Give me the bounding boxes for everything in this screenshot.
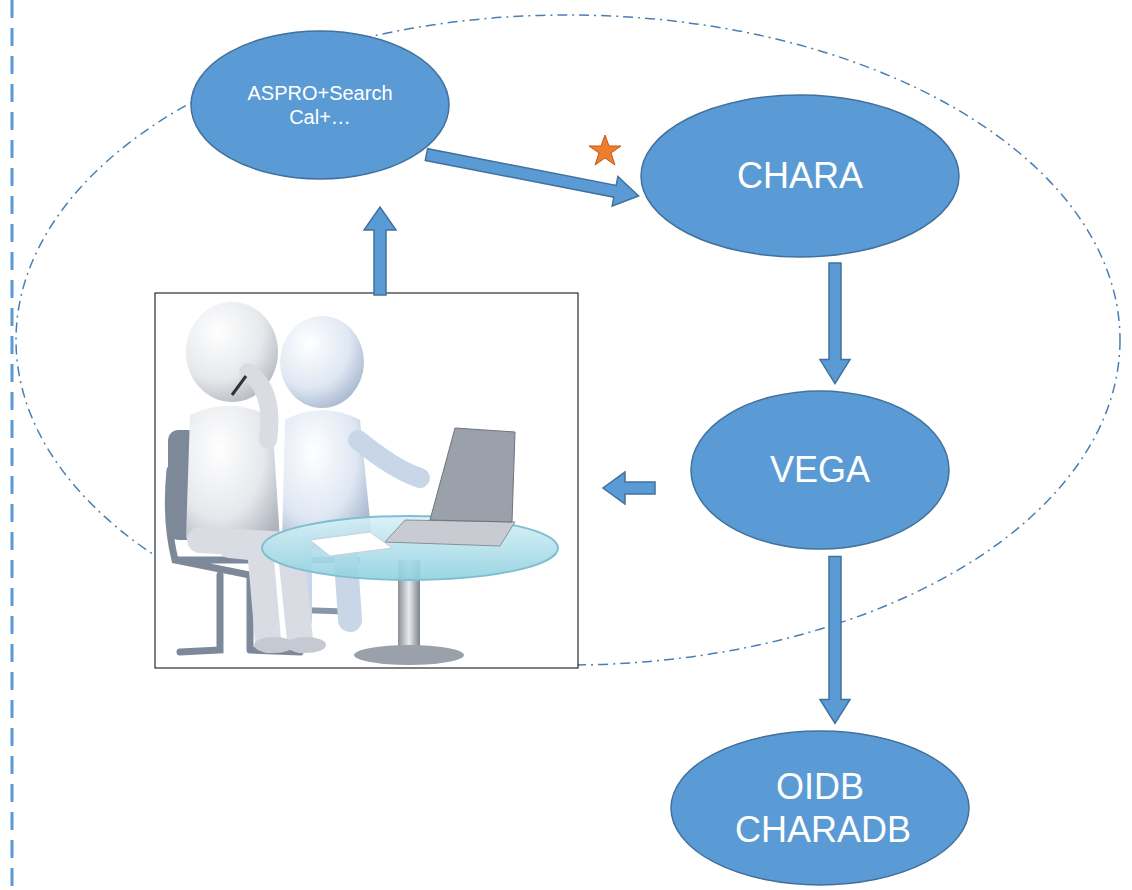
block-arrow [820, 556, 850, 723]
block-arrow [364, 207, 396, 295]
process-ellipse: CHARA [640, 94, 960, 258]
process-ellipse: OIDB CHARADB [670, 730, 970, 886]
process-ellipse: VEGA [690, 390, 950, 550]
process-ellipse: ASPRO+Search Cal+… [190, 30, 450, 180]
dashed-border [11, 0, 14, 890]
star-symbol [589, 135, 621, 165]
block-arrow [425, 149, 638, 206]
node-label: ASPRO+Search Cal+… [245, 81, 395, 129]
block-arrow [820, 263, 850, 384]
ellipse-outline [670, 730, 970, 886]
people-illustration [155, 293, 578, 668]
node-label: VEGA [770, 448, 870, 491]
node-label: CHARA [737, 154, 863, 197]
node-label: OIDB CHARADB [735, 765, 905, 851]
block-arrow [603, 472, 655, 504]
ellipse-outline [190, 30, 450, 180]
